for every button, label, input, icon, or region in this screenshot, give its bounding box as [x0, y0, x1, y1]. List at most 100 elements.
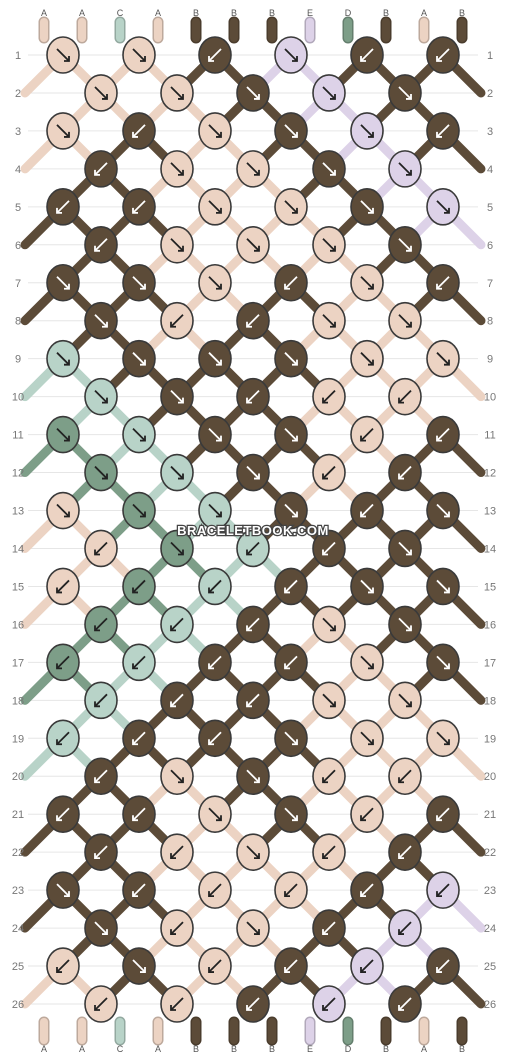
- knot-arrow-head: [132, 891, 138, 898]
- knot-arrow-head: [56, 739, 62, 746]
- knot-arrow: [94, 921, 108, 935]
- knot: [274, 188, 308, 226]
- knot-arrow-head: [170, 625, 176, 632]
- knot: [350, 795, 384, 834]
- knot: [122, 263, 156, 302]
- knot-arrow-head: [360, 891, 366, 898]
- knot: [160, 377, 194, 416]
- knot: [122, 871, 156, 909]
- knot: [350, 871, 384, 909]
- strand-label-top: B: [459, 8, 465, 18]
- row-label-right: 10: [484, 392, 496, 404]
- knot-arrow-head: [284, 891, 290, 898]
- knot-arrow: [132, 427, 146, 442]
- knot-arrow: [322, 541, 336, 556]
- knot-arrow: [170, 162, 184, 176]
- knot-arrow-head: [64, 891, 70, 898]
- knot: [388, 985, 422, 1023]
- knot-arrow-head: [208, 56, 214, 62]
- knot-arrow-head: [246, 321, 252, 328]
- strand-label-top: B: [269, 8, 275, 18]
- knot-arrow-head: [284, 663, 290, 670]
- knot-arrow-head: [292, 56, 298, 62]
- knot: [46, 339, 80, 378]
- knot: [312, 605, 346, 644]
- knot: [388, 605, 422, 644]
- knot-arrow: [132, 352, 146, 366]
- knot-arrow-head: [94, 245, 100, 252]
- knot-arrow-head: [254, 169, 260, 176]
- knot: [312, 301, 346, 340]
- knot-arrow-head: [444, 359, 450, 366]
- knot: [350, 643, 384, 682]
- knot-arrow: [170, 693, 184, 707]
- knot: [46, 643, 80, 682]
- knot-arrow-head: [360, 56, 366, 62]
- knot-arrow: [436, 655, 450, 669]
- strand-label-bottom: B: [269, 1044, 275, 1054]
- knot: [122, 36, 156, 74]
- knot: [426, 947, 460, 985]
- strand-label-top: E: [307, 8, 313, 18]
- knot-arrow-head: [436, 891, 442, 898]
- knot-arrow: [208, 427, 222, 442]
- row-label-left: 25: [12, 961, 24, 973]
- knot-arrow-head: [94, 701, 100, 708]
- knot-arrow: [246, 617, 260, 632]
- row-label-right: 11: [484, 430, 495, 442]
- knot: [426, 415, 460, 454]
- knot-arrow: [94, 997, 108, 1011]
- knot-arrow: [284, 883, 298, 897]
- knot: [46, 947, 80, 985]
- row-label-right: 15: [484, 581, 496, 593]
- row-label-right: 20: [484, 771, 496, 783]
- row-label-left: 21: [12, 809, 24, 821]
- knot: [350, 36, 384, 74]
- knot-arrow: [208, 124, 222, 138]
- knot-arrow-head: [322, 777, 328, 784]
- strand-label-top: A: [155, 8, 161, 18]
- knot: [46, 112, 80, 150]
- knot-arrow-head: [330, 169, 336, 176]
- knot-arrow: [246, 465, 260, 480]
- knot-arrow: [322, 769, 336, 783]
- knot: [46, 491, 80, 530]
- knot: [426, 567, 460, 606]
- knot-arrow: [132, 655, 146, 669]
- row-label-left: 16: [12, 619, 24, 631]
- knot-arrow: [94, 769, 108, 783]
- knot-arrow: [284, 807, 298, 821]
- knot-arrow: [398, 921, 412, 935]
- knot-arrow-head: [216, 815, 222, 822]
- knot-arrow-head: [132, 663, 138, 670]
- knot-arrow: [56, 959, 70, 973]
- knot-arrow-head: [216, 511, 222, 518]
- knot: [312, 833, 346, 871]
- knot-arrow-head: [64, 56, 70, 62]
- row-label-left: 15: [12, 581, 24, 593]
- strand-label-bottom: D: [345, 1044, 352, 1054]
- knot-arrow: [132, 48, 146, 62]
- knot-arrow-head: [398, 853, 404, 860]
- knot-arrow-head: [140, 56, 146, 62]
- knot-arrow: [208, 883, 222, 897]
- knot-arrow: [436, 352, 450, 366]
- knot-arrow-head: [140, 967, 146, 973]
- knot-arrow: [56, 883, 70, 897]
- knot-arrow: [322, 997, 336, 1011]
- strand-label-bottom: A: [155, 1044, 161, 1054]
- knot-arrow: [398, 997, 412, 1011]
- knot-arrow: [170, 465, 184, 480]
- knot-arrow: [436, 124, 450, 138]
- knot: [160, 150, 194, 188]
- row-label-right: 19: [484, 733, 496, 745]
- row-label-right: 5: [487, 202, 493, 214]
- knot: [312, 985, 346, 1023]
- knot: [160, 757, 194, 796]
- knot-arrow-head: [292, 815, 298, 822]
- row-label-left: 13: [12, 506, 24, 518]
- knot: [84, 453, 118, 492]
- knot: [388, 226, 422, 264]
- knot-arrow: [208, 655, 222, 669]
- knot-arrow-head: [406, 549, 412, 556]
